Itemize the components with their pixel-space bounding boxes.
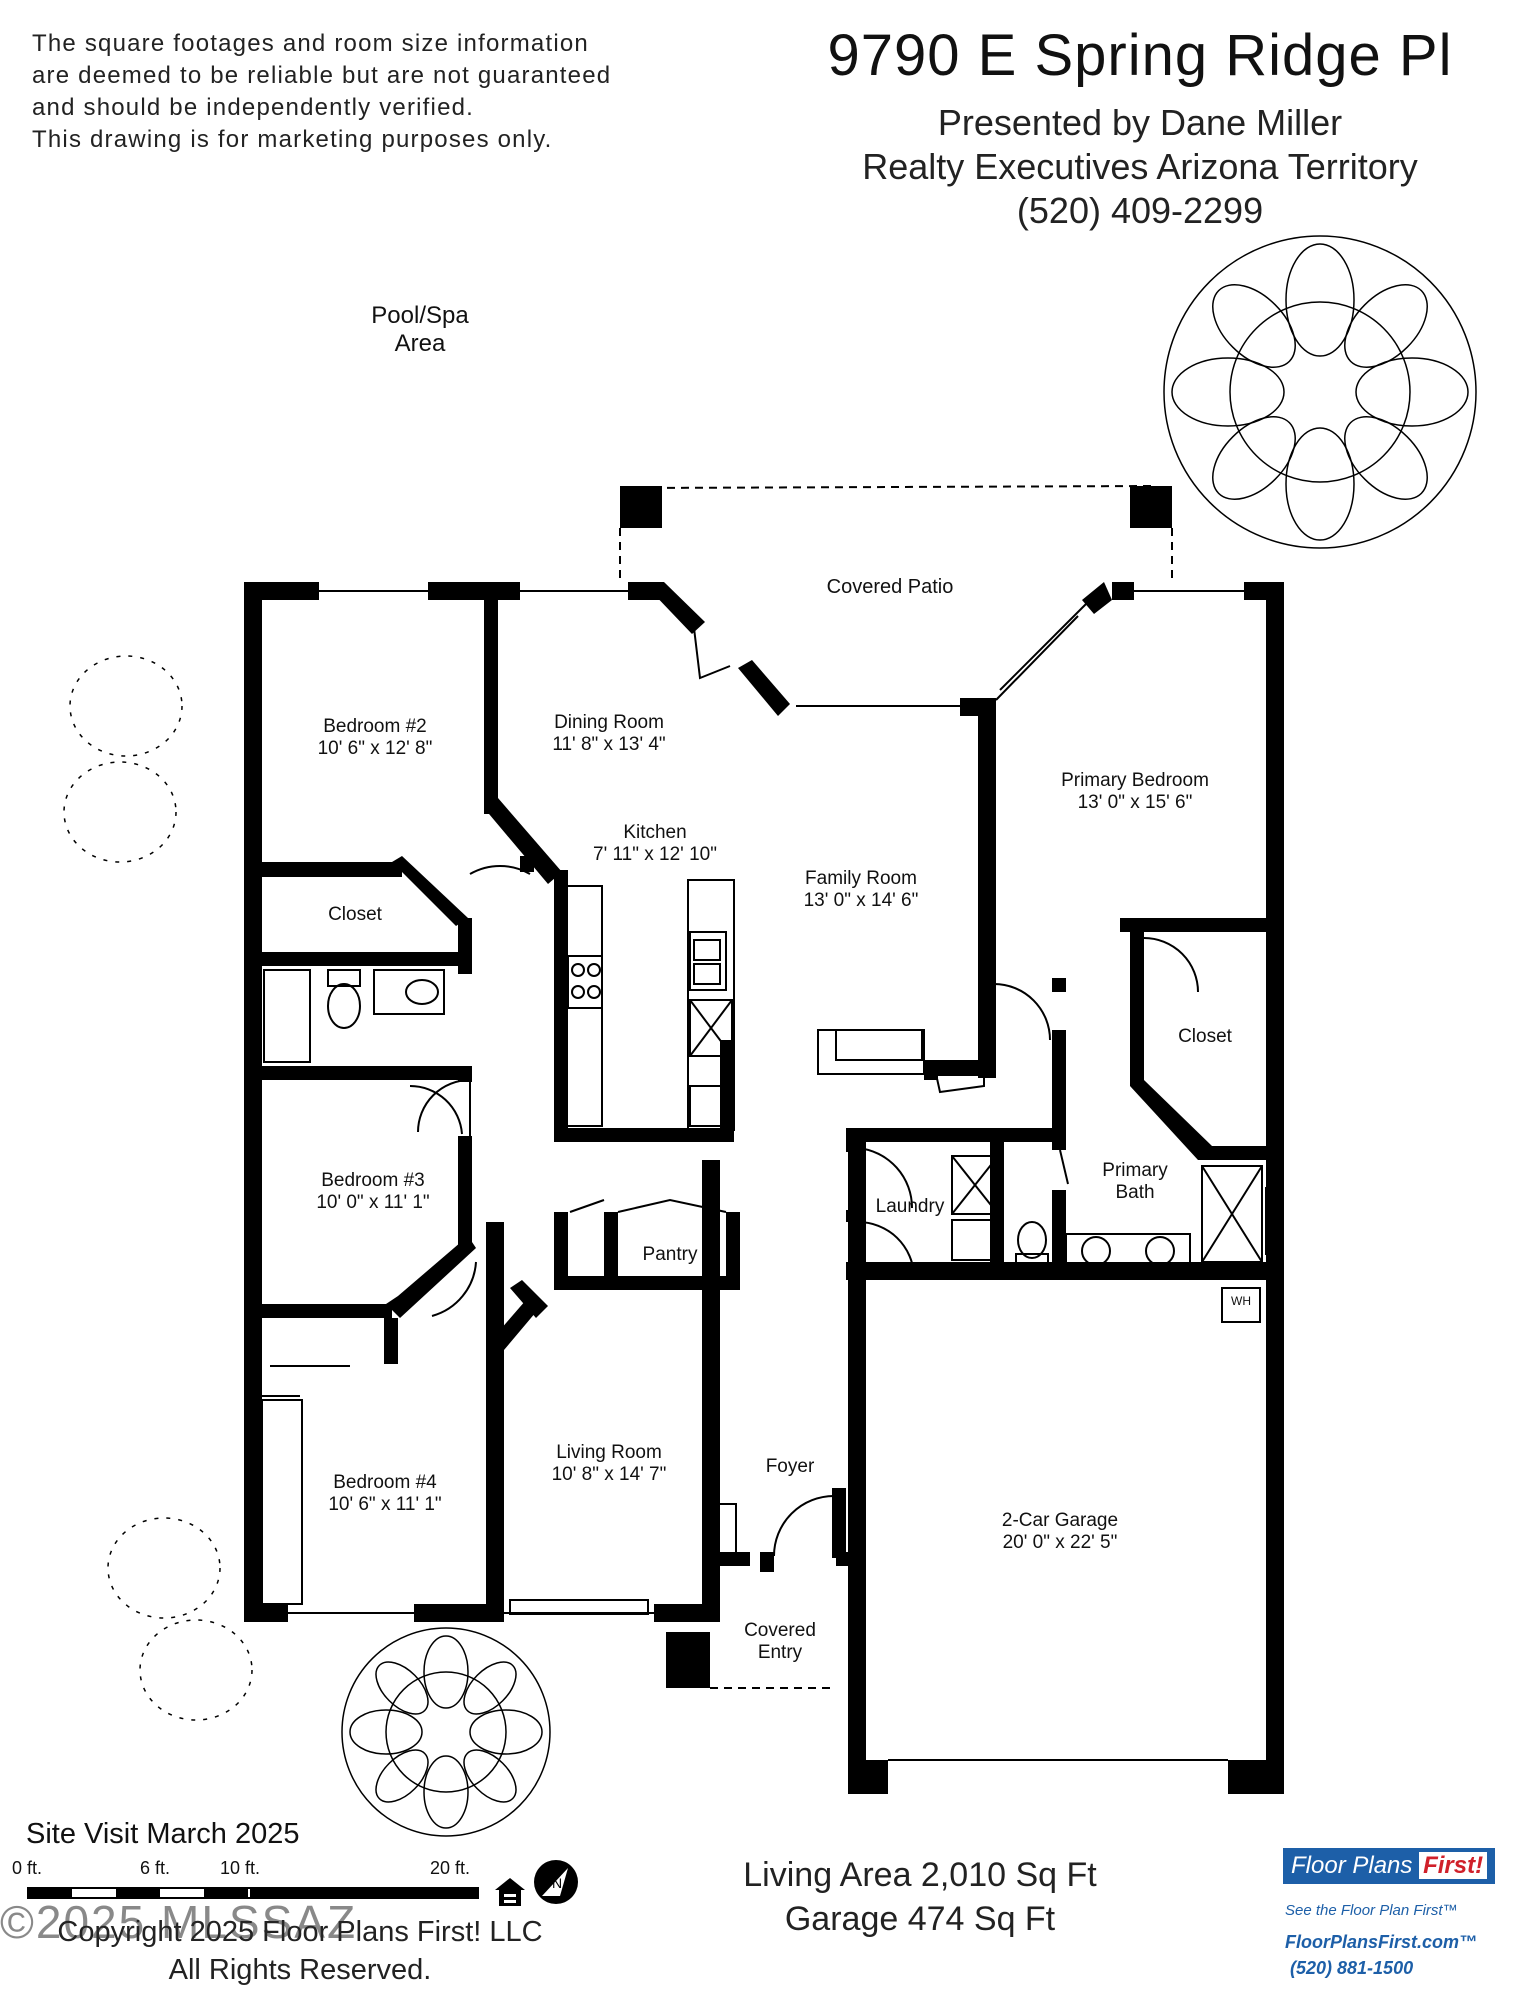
pool-spa-label: Pool/Spa Area [350, 302, 490, 358]
scale-label: 10 ft. [220, 1858, 261, 1878]
thin-lines [247, 485, 1281, 1761]
living-area-total: Living Area 2,010 Sq Ft [743, 1856, 1097, 1894]
disclaimer: The square footages and room size inform… [32, 28, 632, 156]
landscape-trees [63, 235, 1477, 1837]
primary-bedroom-label: Primary Bedroom 13' 0" x 15' 6" [1040, 770, 1230, 814]
agent-phone: (520) 409-2299 [1016, 190, 1264, 231]
laundry-label: Laundry [875, 1196, 945, 1217]
room-name: Primary Bedroom [1061, 770, 1209, 791]
walls [244, 486, 1284, 1794]
room-name: Kitchen [623, 822, 687, 843]
room-name: Bedroom #2 [323, 716, 427, 737]
floor-plans-first-logo: Floor Plans First! [1283, 1848, 1496, 1904]
room-size: 7' 11" x 12' 10" [593, 844, 717, 865]
bedroom-2-label: Bedroom #2 10' 6" x 12' 8" [290, 716, 460, 760]
room-size: 11' 8" x 13' 4" [552, 734, 666, 755]
logo-name-accent: First! [1419, 1852, 1488, 1879]
property-address: 9790 E Spring Ridge Pl [827, 23, 1453, 88]
disclaimer-line: are deemed to be reliable but are not gu… [32, 62, 612, 89]
equal-housing-icon [495, 1878, 525, 1906]
room-size: 20' 0" x 22' 5" [1002, 1532, 1118, 1553]
water-heater-label: WH [1231, 1294, 1251, 1308]
room-size: 10' 6" x 12' 8" [317, 738, 433, 759]
room-name-line2: Entry [757, 1642, 803, 1663]
room-size: 10' 0" x 11' 1" [316, 1192, 430, 1213]
pool-spa-line1: Pool/Spa [371, 302, 469, 329]
room-size: 10' 8" x 14' 7" [551, 1464, 667, 1485]
scale-label: 6 ft. [140, 1858, 171, 1878]
room-size: 10' 6" x 11' 1" [328, 1494, 442, 1515]
room-name: Bedroom #3 [321, 1170, 425, 1191]
closet-left-label: Closet [328, 904, 382, 925]
room-size: 13' 0" x 14' 6" [803, 890, 919, 911]
covered-entry-label: Covered Entry [730, 1620, 830, 1664]
disclaimer-line: This drawing is for marketing purposes o… [32, 126, 553, 153]
family-room-label: Family Room 13' 0" x 14' 6" [776, 868, 946, 912]
room-name: 2-Car Garage [1001, 1510, 1119, 1531]
room-name-line1: Covered [744, 1620, 816, 1641]
presented-by: Presented by Dane Miller [937, 102, 1343, 143]
closet-right-label: Closet [1178, 1026, 1232, 1047]
foyer-label: Foyer [765, 1456, 815, 1477]
disclaimer-line: and should be independently verified. [32, 94, 475, 121]
logo-phone: (520) 881-1500 [1290, 1958, 1414, 1978]
covered-patio-label: Covered Patio [826, 576, 954, 598]
room-name-line2: Bath [1115, 1182, 1155, 1203]
svg-text:N: N [552, 1875, 562, 1891]
scale-label: 20 ft. [430, 1858, 471, 1878]
living-room-label: Living Room 10' 8" x 14' 7" [524, 1442, 694, 1486]
room-name: Living Room [556, 1442, 662, 1463]
bedroom-3-label: Bedroom #3 10' 0" x 11' 1" [288, 1170, 458, 1214]
room-name: Bedroom #4 [333, 1472, 437, 1493]
room-size: 13' 0" x 15' 6" [1077, 792, 1193, 813]
bedroom-4-label: Bedroom #4 10' 6" x 11' 1" [300, 1472, 470, 1516]
copyright-line-2: All Rights Reserved. [168, 1954, 432, 1986]
brokerage: Realty Executives Arizona Territory [862, 146, 1418, 187]
disclaimer-line: The square footages and room size inform… [32, 30, 589, 57]
kitchen-label: Kitchen 7' 11" x 12' 10" [570, 822, 740, 866]
garage-label: 2-Car Garage 20' 0" x 22' 5" [970, 1510, 1150, 1554]
logo-url: FloorPlansFirst.com™ [1285, 1932, 1478, 1952]
primary-bath-label: Primary Bath [1080, 1160, 1190, 1204]
room-name: Family Room [805, 868, 917, 889]
scale-label: 0 ft. [12, 1858, 43, 1878]
copyright-line-1: Copyright 2025 Floor Plans First! LLC [57, 1916, 543, 1948]
pool-spa-line2: Area [394, 330, 446, 357]
logo-name-main: Floor Plans [1291, 1852, 1413, 1879]
room-name-line1: Primary [1102, 1160, 1168, 1181]
logo-wordmark: Floor Plans First! [1283, 1848, 1496, 1884]
mls-watermark: ©2025 MLSSAZ [0, 1896, 358, 1948]
site-visit-date: Site Visit March 2025 [26, 1818, 300, 1850]
scale-bar [27, 1887, 479, 1899]
room-name: Dining Room [554, 712, 664, 733]
pantry-label: Pantry [642, 1244, 698, 1265]
north-arrow-icon: N [534, 1860, 578, 1904]
garage-area-total: Garage 474 Sq Ft [784, 1900, 1056, 1938]
dining-room-label: Dining Room 11' 8" x 13' 4" [524, 712, 694, 756]
logo-tagline: See the Floor Plan First™ [1285, 1902, 1458, 1919]
